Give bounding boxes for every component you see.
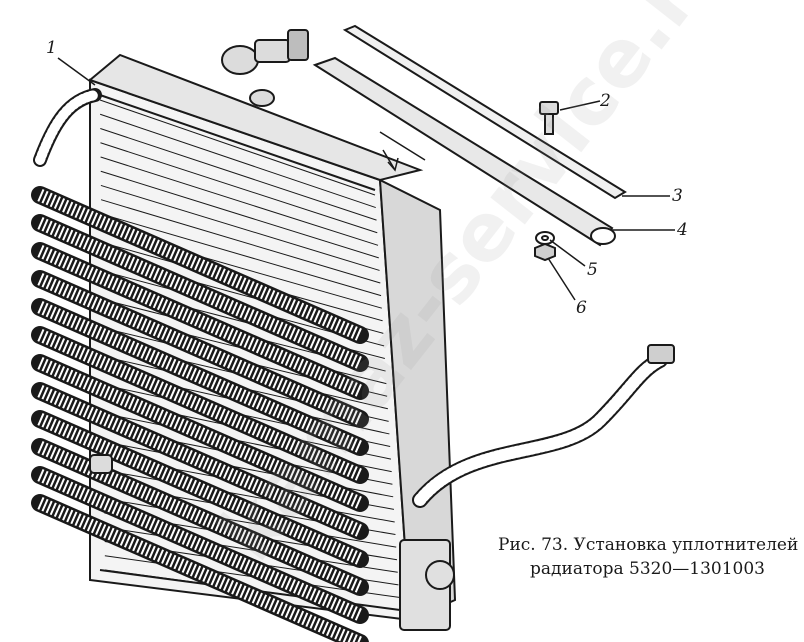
coil-tube	[31, 382, 369, 540]
hose-clamp	[647, 344, 675, 364]
coil-tube	[31, 186, 369, 344]
bolt-2	[539, 101, 559, 135]
callout-5: 5	[587, 260, 598, 280]
coil-tube	[31, 326, 369, 484]
core-fin	[104, 526, 398, 573]
core-fin	[99, 99, 376, 196]
filler-neck	[221, 29, 309, 107]
core-fin	[100, 170, 379, 259]
washer-5	[535, 231, 555, 245]
figure-caption-line-2: радиатора 5320—1301003	[530, 559, 765, 579]
radiator-frame	[87, 53, 457, 622]
callout-6: 6	[576, 298, 587, 318]
core-fin	[99, 113, 376, 209]
coil-tube	[31, 410, 369, 568]
callout-3: 3	[672, 186, 683, 206]
core-fin	[103, 469, 395, 523]
seal-strip-3	[342, 24, 627, 200]
drain-plug	[89, 454, 113, 474]
coil-tube	[31, 298, 369, 456]
side-bracket	[399, 539, 455, 631]
figure-caption-line-1: Рис. 73. Установка уплотнителей	[498, 535, 799, 555]
coil-tube	[31, 270, 369, 428]
nut-6	[534, 242, 556, 262]
core-fin	[100, 199, 381, 284]
seal-strip-4	[312, 56, 616, 247]
core-fin	[100, 142, 378, 234]
callout-2: 2	[600, 91, 611, 111]
coil-tube	[31, 494, 369, 642]
callout-4: 4	[677, 220, 688, 240]
core-fin	[100, 184, 380, 271]
right-outlet-hose	[412, 352, 668, 508]
core-fin	[100, 156, 379, 246]
core-fin	[100, 128, 377, 221]
core-fin	[101, 213, 382, 297]
assembly-arrow	[379, 131, 426, 172]
coil-tube	[31, 214, 369, 372]
leader-lines	[57, 57, 675, 301]
coil-tube	[31, 242, 369, 400]
coil-tube	[31, 354, 369, 512]
callout-1: 1	[46, 38, 57, 58]
coil-tube	[31, 466, 369, 624]
core-fin	[104, 498, 397, 548]
